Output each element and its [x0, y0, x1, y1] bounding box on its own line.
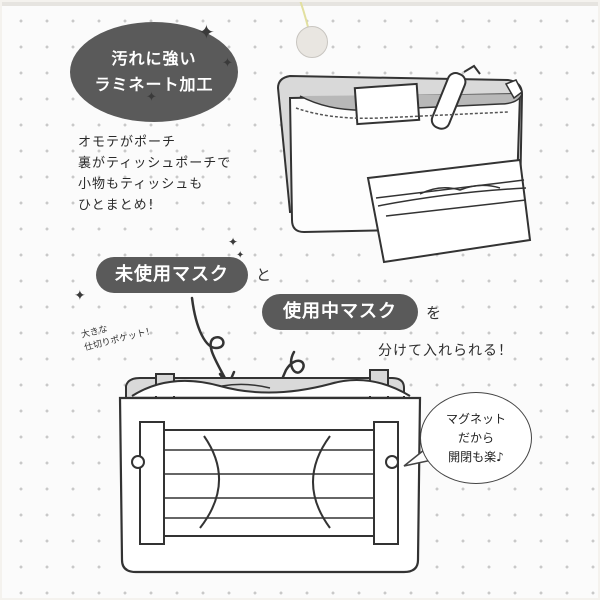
magnet-line3: 開閉も楽♪: [448, 449, 504, 464]
description-line: 小物もティッシュも: [78, 177, 204, 192]
sparkle-icon: ✦: [146, 90, 157, 105]
description-line: 裏がティッシュポーチで: [78, 156, 232, 171]
description-text: オモテがポーチ 裏がティッシュポーチで 小物もティッシュも ひとまとめ！: [78, 132, 231, 216]
hanger-hole: [296, 26, 328, 58]
laminate-badge: 汚れに強い ラミネート加工: [70, 22, 238, 122]
pouch-illustration: [276, 64, 532, 264]
connector-to: と: [256, 266, 272, 284]
sparkle-icon: ✦: [74, 288, 86, 304]
magnet-bubble: マグネット だから 開閉も楽♪: [420, 392, 532, 484]
badge-line2: ラミネート加工: [94, 75, 214, 94]
magnet-line2: だから: [457, 430, 494, 445]
separate-text: 分けて入れられる！: [378, 343, 513, 359]
sparkle-icon: ✦: [198, 20, 215, 44]
magnet-line1: マグネット: [445, 411, 506, 426]
description-line: ひとまとめ！: [78, 198, 162, 213]
mask-case-illustration: [118, 369, 422, 574]
connector-wo: を: [426, 304, 442, 322]
sparkle-icon: ✦: [228, 235, 239, 249]
unused-mask-label: 未使用マスク: [96, 257, 248, 293]
sparkle-icon: ✦: [222, 56, 233, 71]
used-mask-label: 使用中マスク: [262, 294, 418, 330]
description-line: オモテがポーチ: [78, 135, 177, 150]
badge-line1: 汚れに強い: [111, 49, 197, 68]
sparkle-icon: ✦: [236, 250, 245, 261]
